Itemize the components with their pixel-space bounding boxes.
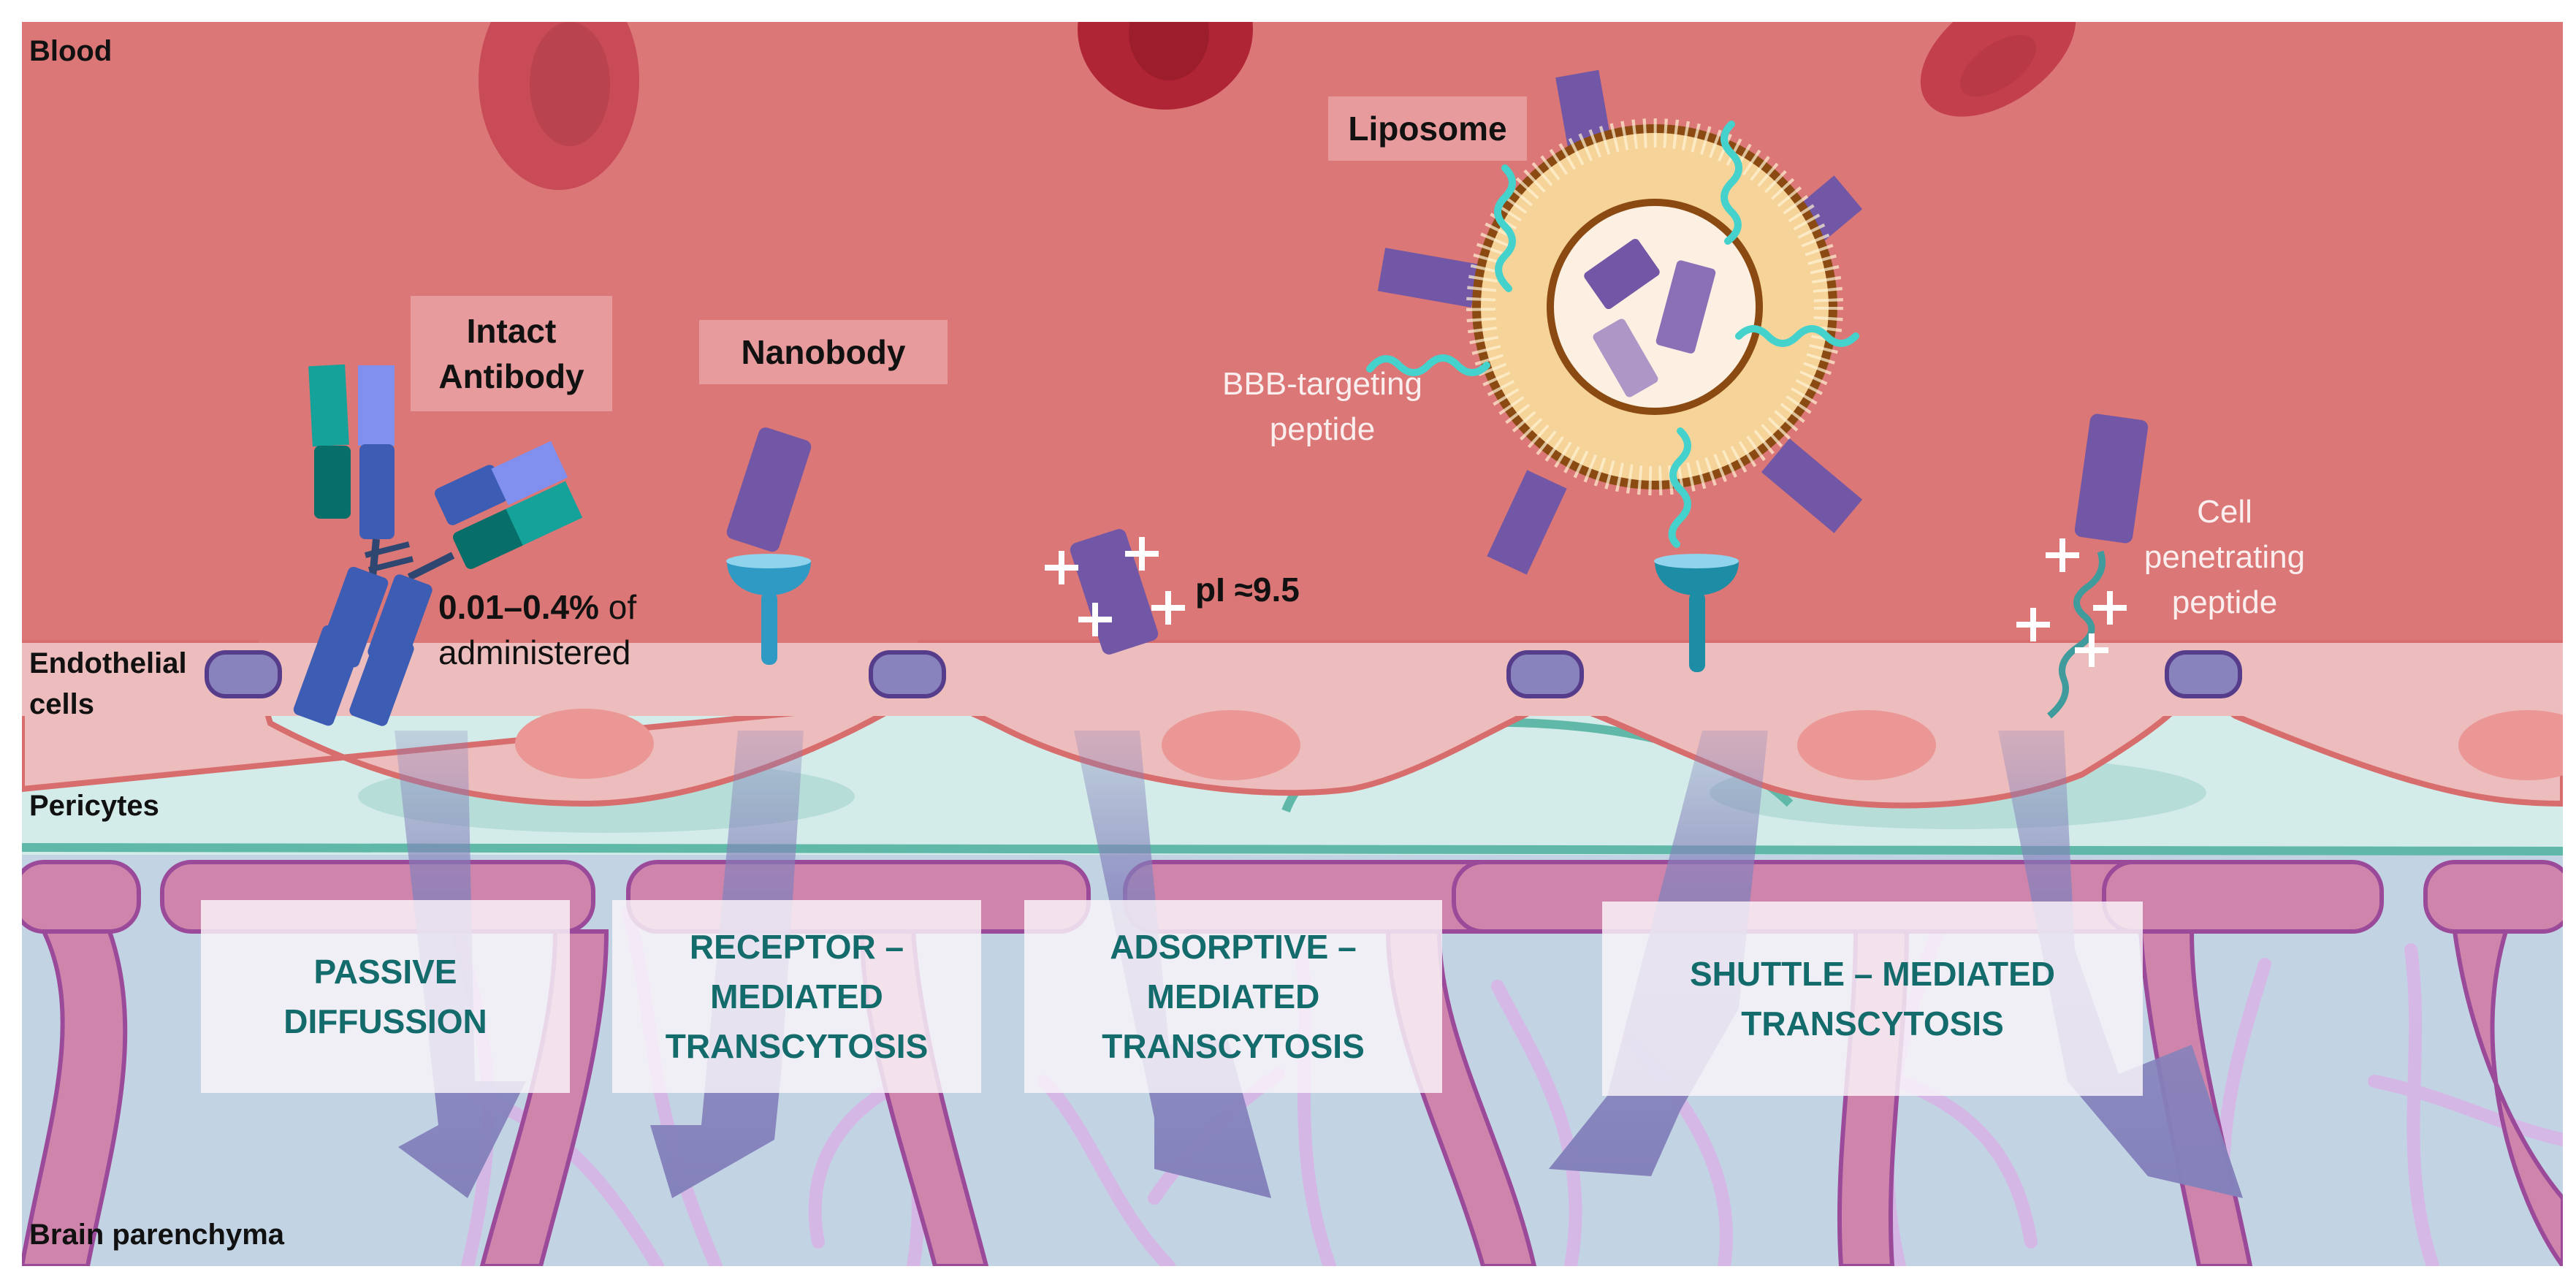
mechanism-label: SHUTTLE – MEDIATED TRANSCYTOSIS xyxy=(1689,955,2056,1043)
cpp-line1: Cell xyxy=(2197,494,2252,530)
mechanism-passive-diffusion: PASSIVE DIFFUSSION xyxy=(201,900,570,1093)
endothelial-cells-label: Endothelial cells xyxy=(29,643,187,725)
cell-penetrating-peptide-label: Cell penetrating peptide xyxy=(2104,489,2345,625)
endothelial-nucleus xyxy=(2458,710,2563,780)
mechanism-receptor-mediated: RECEPTOR – MEDIATED TRANSCYTOSIS xyxy=(612,900,981,1093)
shuttle-cpp-arrow xyxy=(1998,731,2243,1198)
antibody-fraction-annotation: 0.01–0.4% of administered xyxy=(438,584,636,675)
pericytes-label: Pericytes xyxy=(29,790,159,822)
tight-junctions xyxy=(205,650,2242,698)
bbb-peptide-line2: peptide xyxy=(1269,411,1376,447)
endothelial-nucleus xyxy=(515,709,654,779)
antibody-fraction-value: 0.01–0.4% xyxy=(438,588,599,626)
antibody-tag-line2: Antibody xyxy=(438,357,584,395)
cpp-line3: peptide xyxy=(2171,584,2278,620)
endothelial-nucleus xyxy=(1162,710,1300,780)
cpp-line2: penetrating xyxy=(2144,539,2306,575)
nanobody-receptor-icon xyxy=(726,427,812,665)
pi-annotation: pI ≈9.5 xyxy=(1195,571,1300,609)
endothelial-label-line1: Endothelial xyxy=(29,647,187,679)
liposome-tag: Liposome xyxy=(1328,96,1527,161)
cationic-nanobody-icon xyxy=(1070,529,1159,655)
blood-label: Blood xyxy=(29,35,113,67)
mechanism-label: PASSIVE DIFFUSSION xyxy=(283,953,487,1040)
bbb-peptide-line1: BBB-targeting xyxy=(1222,366,1422,402)
pericyte-outline xyxy=(22,843,2563,856)
antibody-tag-line1: Intact xyxy=(466,312,557,350)
mechanism-label: RECEPTOR – MEDIATED TRANSCYTOSIS xyxy=(665,928,929,1065)
antibody-fraction-of: of xyxy=(598,588,637,626)
shuttle-receptor-icon xyxy=(1654,554,1739,672)
liposome-icon xyxy=(1366,69,1863,575)
antibody-fraction-line2: administered xyxy=(438,633,631,671)
endothelial-label-line2: cells xyxy=(29,688,94,720)
bbb-targeting-peptide-label: BBB-targeting peptide xyxy=(1198,362,1447,452)
cpp-positive-charge-icons xyxy=(2016,538,2127,667)
mechanism-shuttle-mediated: SHUTTLE – MEDIATED TRANSCYTOSIS xyxy=(1602,902,2143,1096)
positive-charge-icons xyxy=(1045,537,1185,636)
brain-parenchyma-label: Brain parenchyma xyxy=(29,1219,285,1251)
mechanism-adsorptive-mediated: ADSORPTIVE – MEDIATED TRANSCYTOSIS xyxy=(1024,900,1442,1093)
nanobody-tag: Nanobody xyxy=(699,320,948,384)
endothelial-nucleus xyxy=(1797,710,1936,780)
cpp-nanobody-icon xyxy=(2047,414,2149,719)
intact-antibody-tag: Intact Antibody xyxy=(411,296,612,411)
red-blood-cells xyxy=(479,22,2076,190)
antibody-icon xyxy=(293,364,583,726)
mechanism-label: ADSORPTIVE – MEDIATED TRANSCYTOSIS xyxy=(1102,928,1365,1065)
